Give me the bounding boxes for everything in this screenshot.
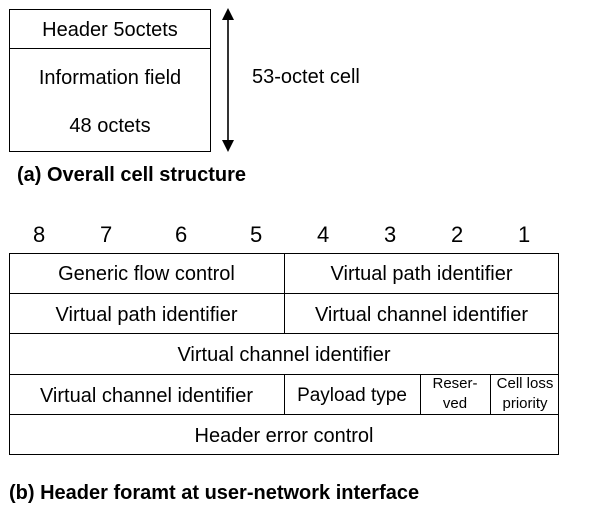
col-divider-row4-a — [284, 374, 285, 414]
bit-number-2: 2 — [451, 222, 464, 247]
generic-flow-control: Generic flow control — [58, 263, 235, 285]
caption-a: (a) Overall cell structure — [17, 164, 246, 186]
bit-number-4: 4 — [317, 222, 330, 247]
cell-length-label: 53-octet cell — [252, 66, 360, 88]
caption-b: (b) Header foramt at user-network interf… — [9, 482, 420, 504]
row-divider-4 — [9, 414, 559, 415]
payload-type: Payload type — [297, 385, 407, 406]
col-divider-rows-1-2 — [284, 253, 285, 333]
vci-row3: Virtual channel identifier — [177, 344, 391, 366]
information-field-label: Information field — [38, 67, 182, 89]
header-label: Header 5octets — [42, 19, 178, 41]
col-divider-row4-b — [420, 374, 421, 414]
reserved-line-1: Reser- — [432, 375, 478, 392]
vci-row2: Virtual channel identifier — [314, 304, 529, 326]
bit-number-7: 7 — [100, 222, 113, 247]
cell-loss-priority-line-2: priority — [502, 395, 548, 412]
row-divider-2 — [9, 333, 559, 334]
header-divider — [9, 48, 211, 49]
bit-number-3: 3 — [384, 222, 397, 247]
vpi-row1: Virtual path identifier — [330, 263, 513, 285]
bit-number-6: 6 — [175, 222, 188, 247]
information-field-size: 48 octets — [69, 115, 151, 137]
cell-structure-box — [9, 9, 211, 152]
vpi-row2: Virtual path identifier — [55, 304, 238, 326]
vci-row4: Virtual channel identifier — [39, 385, 254, 407]
reserved-line-2: ved — [442, 395, 468, 412]
col-divider-row4-c — [490, 374, 491, 414]
header-error-control: Header error control — [194, 425, 374, 447]
bit-number-1: 1 — [518, 222, 531, 247]
bit-number-5: 5 — [250, 222, 263, 247]
bit-number-8: 8 — [33, 222, 46, 247]
cell-loss-priority-line-1: Cell loss — [496, 375, 554, 392]
cell-length-arrow — [222, 8, 234, 152]
